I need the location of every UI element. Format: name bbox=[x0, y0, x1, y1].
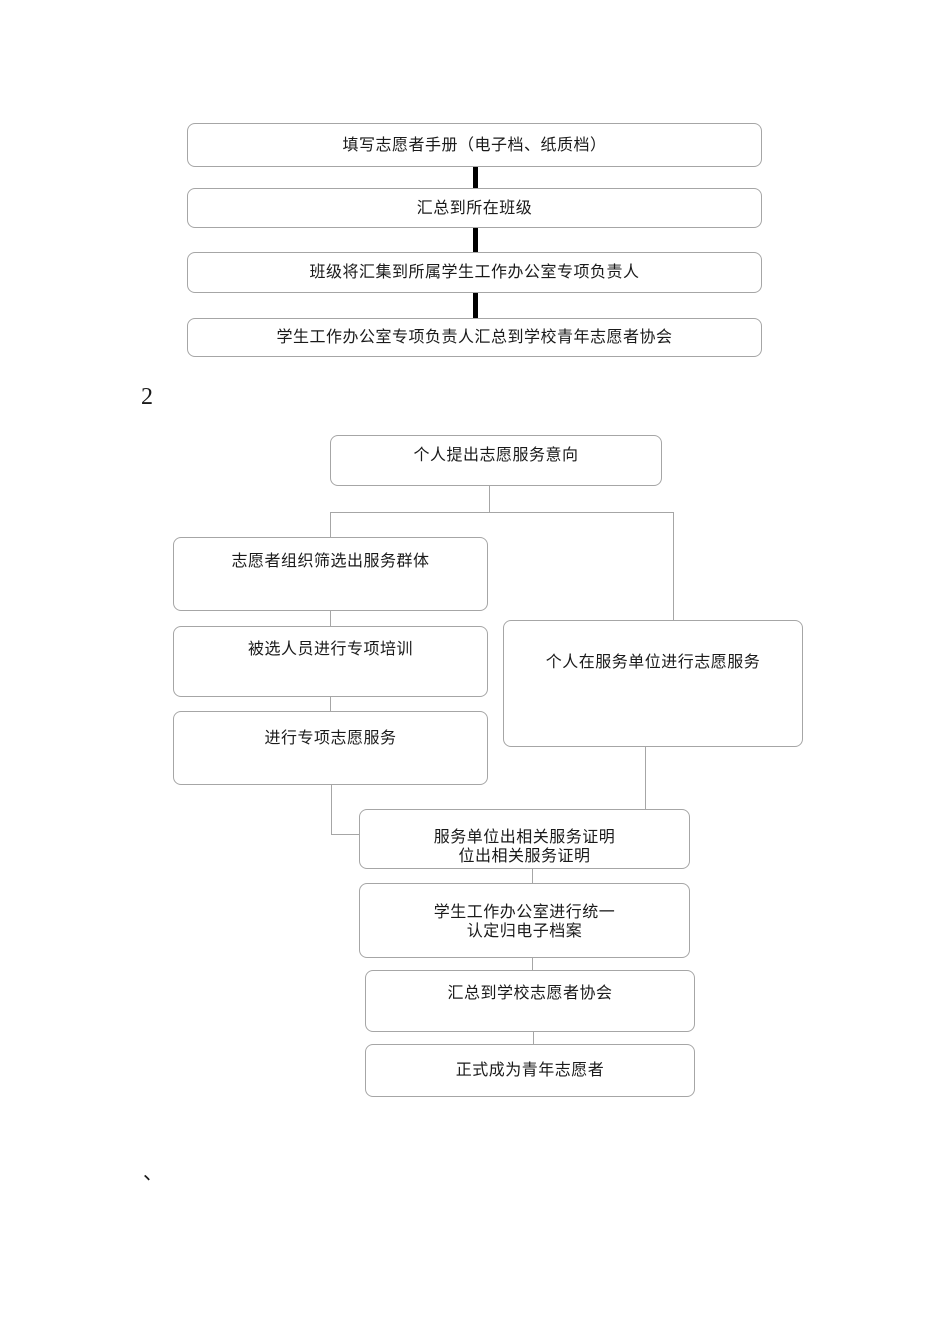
flowchart2-right-step-label: 个人在服务单位进行志愿服务 bbox=[545, 654, 761, 671]
connector-merge-3 bbox=[533, 1032, 534, 1044]
flowchart1-step-fill-handbook: 填写志愿者手册（电子档、纸质档） bbox=[187, 123, 762, 167]
connector-left-elbow-vertical bbox=[331, 785, 332, 835]
flowchart2-start-label: 个人提出志愿服务意向 bbox=[413, 447, 579, 464]
flowchart2-merge-label-line1: 服务单位出相关服务证明 bbox=[433, 829, 616, 846]
connector-left-2 bbox=[330, 697, 331, 711]
flowchart1-step-label: 学生工作办公室专项负责人汇总到学校青年志愿者协会 bbox=[276, 329, 673, 346]
punctuation-mark: 、 bbox=[143, 1162, 163, 1184]
flowchart2-left-step-label: 志愿者组织筛选出服务群体 bbox=[231, 553, 430, 570]
connector-start-down bbox=[489, 486, 490, 512]
flowchart1-step-label: 填写志愿者手册（电子档、纸质档） bbox=[342, 136, 607, 154]
connector-merge-1 bbox=[532, 869, 533, 883]
flowchart1-step-collect-class: 汇总到所在班级 bbox=[187, 188, 762, 228]
flowchart1-step-class-to-office: 班级将汇集到所属学生工作办公室专项负责人 bbox=[187, 252, 762, 293]
flowchart1-step-office-to-association: 学生工作办公室专项负责人汇总到学校青年志愿者协会 bbox=[187, 318, 762, 357]
flowchart2-merge-label-line1: 学生工作办公室进行统一 bbox=[433, 904, 616, 921]
list-number: 2 bbox=[141, 384, 153, 410]
flowchart2-left-step-special-service: 进行专项志愿服务 bbox=[173, 711, 488, 785]
flowchart2-merge-become-volunteer: 正式成为青年志愿者 bbox=[365, 1044, 695, 1097]
flowchart1-connector-3 bbox=[473, 293, 478, 318]
flowchart1-connector-2 bbox=[473, 228, 478, 252]
connector-left-elbow-horizontal bbox=[331, 834, 359, 835]
flowchart2-merge-label-line2: 位出相关服务证明 bbox=[458, 848, 591, 865]
flowchart1-step-label: 班级将汇集到所属学生工作办公室专项负责人 bbox=[309, 264, 640, 281]
flowchart2-start-box: 个人提出志愿服务意向 bbox=[330, 435, 662, 486]
flowchart2-left-step-training: 被选人员进行专项培训 bbox=[173, 626, 488, 697]
connector-merge-2 bbox=[532, 958, 533, 970]
flowchart2-merge-label-line2: 认定归电子档案 bbox=[466, 923, 583, 940]
flowchart2-merge-label: 正式成为青年志愿者 bbox=[455, 1062, 605, 1079]
flowchart2-merge-service-certificate: 服务单位出相关服务证明 位出相关服务证明 bbox=[359, 809, 690, 869]
flowchart1-step-label: 汇总到所在班级 bbox=[416, 199, 533, 217]
connector-right-branch-down bbox=[673, 513, 674, 620]
connector-branch-horizontal bbox=[330, 512, 674, 513]
flowchart2-left-step-label: 进行专项志愿服务 bbox=[264, 730, 397, 747]
flowchart1-connector-1 bbox=[473, 167, 478, 188]
flowchart2-left-step-screen-groups: 志愿者组织筛选出服务群体 bbox=[173, 537, 488, 611]
connector-right-down bbox=[645, 747, 646, 809]
flowchart2-left-step-label: 被选人员进行专项培训 bbox=[247, 641, 413, 658]
connector-left-1 bbox=[330, 611, 331, 626]
flowchart2-merge-label: 汇总到学校志愿者协会 bbox=[447, 985, 613, 1002]
flowchart2-right-step-unit-service: 个人在服务单位进行志愿服务 bbox=[503, 620, 803, 747]
flowchart2-merge-school-association: 汇总到学校志愿者协会 bbox=[365, 970, 695, 1032]
connector-left-branch-down bbox=[330, 513, 331, 537]
flowchart2-merge-office-certify: 学生工作办公室进行统一 认定归电子档案 bbox=[359, 883, 690, 958]
